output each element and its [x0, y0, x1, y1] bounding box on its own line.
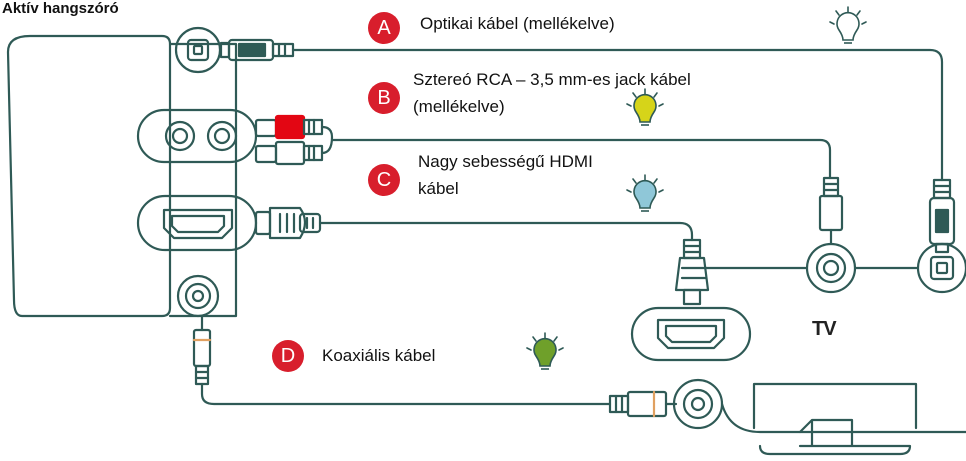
speaker-port-panel: [168, 42, 238, 318]
speaker-title: Aktív hangszóró: [2, 0, 119, 17]
speaker-coax-port: [176, 274, 220, 318]
hdmi-plug-tv: [674, 238, 710, 306]
label-hdmi-line1: Nagy sebességű HDMI: [418, 152, 593, 171]
coax-plug-tv: [608, 390, 678, 418]
lightbulb-green-icon: [526, 332, 564, 370]
rca-plug-white: [254, 140, 324, 166]
label-rca-line1: Sztereó RCA – 3,5 mm-es jack kábel: [413, 70, 691, 89]
speaker-rca-panel: [136, 108, 258, 164]
tv-hdmi-port: [656, 318, 726, 350]
label-hdmi-line2: kábel: [418, 179, 459, 198]
hdmi-cable: [318, 221, 694, 242]
badge-b: B: [368, 82, 400, 114]
label-rca-line2: (mellékelve): [413, 97, 505, 116]
speaker-body: [6, 34, 172, 318]
optical-plug-tv: [928, 178, 956, 254]
coax-cable: [200, 382, 612, 406]
speaker-hdmi-port: [162, 208, 234, 240]
jack-plug-tv: [818, 176, 844, 246]
label-optical: Optikai kábel (mellékelve): [420, 14, 615, 33]
label-coax: Koaxiális kábel: [322, 346, 436, 365]
rca-jack-left: [164, 120, 196, 152]
tv-label: TV: [812, 318, 837, 340]
tv-jack-port: [805, 242, 857, 294]
tv-coax-port: [672, 378, 966, 434]
lightbulb-yellow-icon: [626, 88, 664, 126]
rca-jack-right: [206, 120, 238, 152]
hdmi-plug-speaker: [254, 206, 322, 240]
optical-cable: [291, 48, 944, 182]
rca-cable: [320, 125, 832, 180]
coax-plug-speaker: [192, 314, 212, 386]
tv-stand: [758, 418, 912, 456]
speaker-optical-port: [174, 26, 222, 74]
tv-box: [752, 382, 918, 430]
badge-d: D: [272, 340, 304, 372]
badge-c: C: [368, 164, 400, 196]
lightbulb-off-icon: [829, 6, 867, 44]
speaker-hdmi-panel: [136, 194, 258, 252]
rca-plug-red: [254, 114, 324, 140]
tv-hdmi-panel: [630, 306, 752, 362]
badge-a: A: [368, 12, 400, 44]
lightbulb-blue-icon: [626, 174, 664, 212]
